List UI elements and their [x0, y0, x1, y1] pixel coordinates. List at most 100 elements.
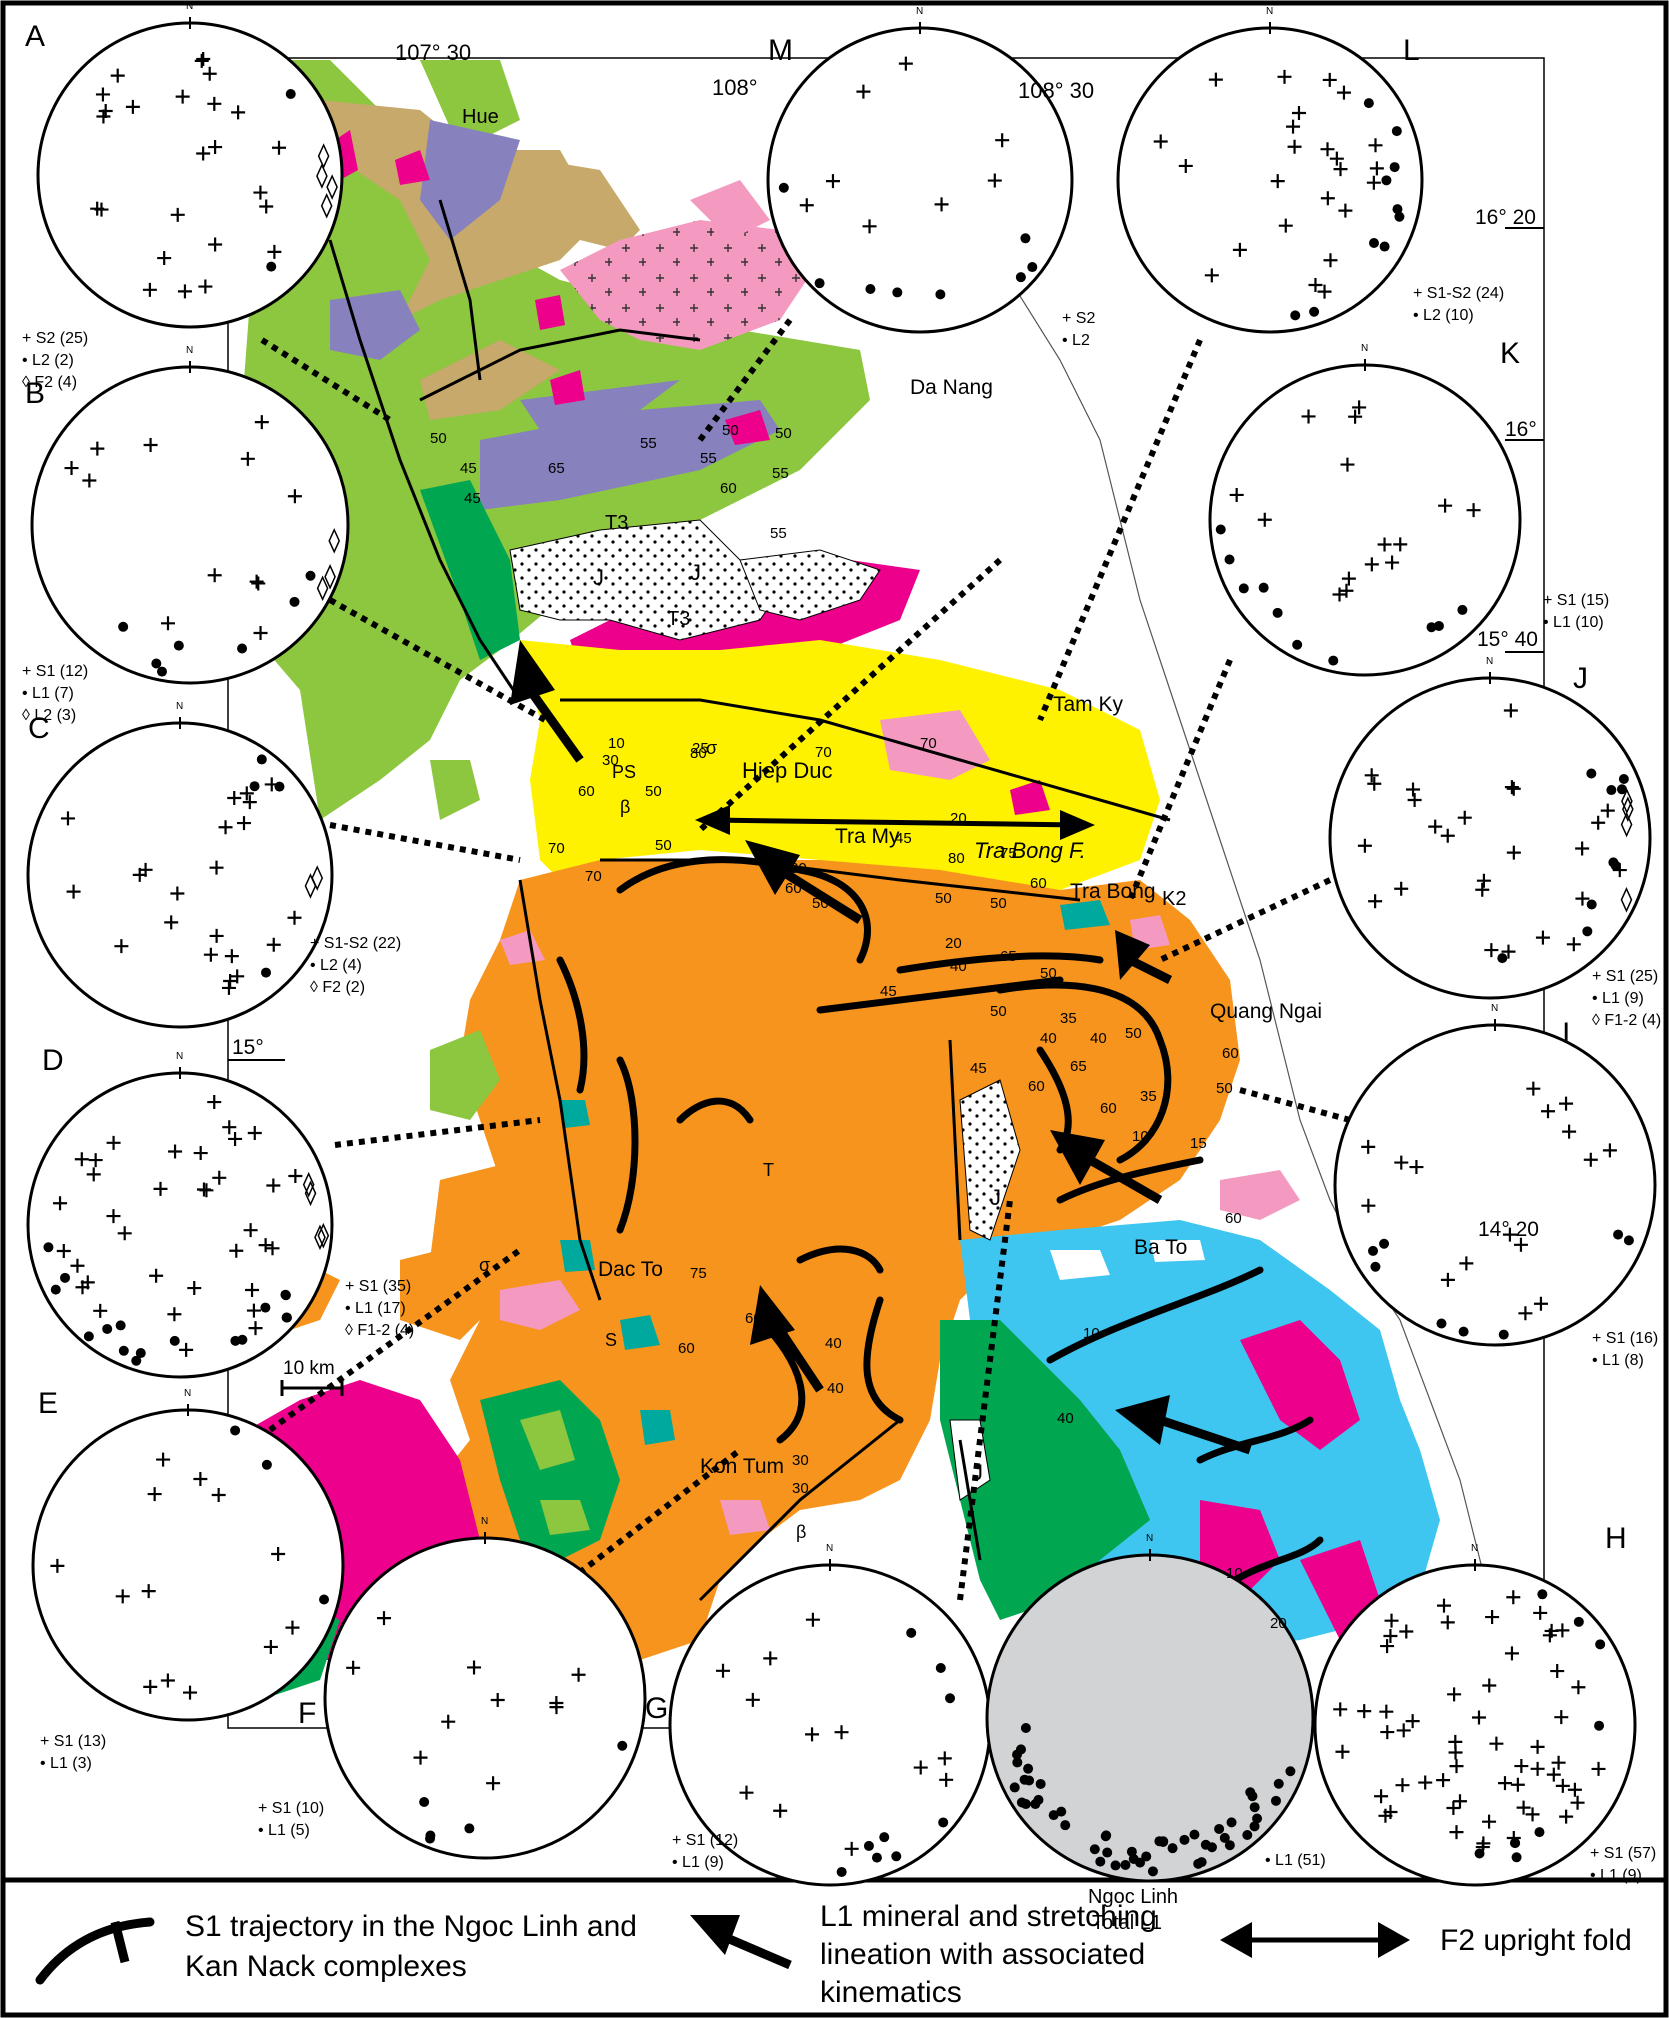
s-pole-mark — [1506, 781, 1521, 796]
s-pole-mark — [224, 949, 239, 964]
s-pole-mark — [70, 1258, 85, 1273]
s-pole-mark — [1476, 873, 1491, 888]
lineation-mark — [1510, 1838, 1521, 1849]
s-pole-mark — [207, 1095, 222, 1110]
lineation-mark — [102, 1323, 113, 1334]
fold-axis-mark — [304, 1180, 317, 1207]
lineation-arrow-icon — [718, 1930, 792, 1970]
stereonet-total — [985, 1549, 1315, 1883]
s-pole-mark — [266, 937, 281, 952]
s-pole-mark — [1449, 1759, 1464, 1774]
lineation-mark — [1215, 524, 1226, 535]
lineation-mark — [1426, 622, 1437, 633]
s-pole-mark — [1591, 815, 1606, 830]
stereonet-M — [766, 22, 1074, 334]
fold-axis-mark — [320, 193, 333, 219]
s-pole-mark — [1518, 1306, 1533, 1321]
lineation-mark — [1249, 1821, 1260, 1832]
lineation-mark — [892, 287, 903, 298]
s-pole-mark — [1583, 1152, 1598, 1167]
s-pole-mark — [1405, 1714, 1420, 1729]
stereonet-circle — [1116, 26, 1424, 334]
fold-axis-mark — [316, 575, 329, 602]
s-pole-mark — [74, 1152, 89, 1167]
stereonet-circle — [26, 1071, 334, 1379]
lineation-mark — [778, 182, 789, 193]
s-pole-mark — [239, 786, 254, 801]
s-pole-mark — [1352, 400, 1367, 415]
s-pole-mark — [194, 53, 209, 68]
stereonet-C — [26, 717, 334, 1029]
s-pole-mark — [95, 87, 110, 102]
s-pole-mark — [1566, 937, 1581, 952]
s-pole-mark — [1503, 703, 1518, 718]
s-pole-mark — [1448, 1734, 1463, 1749]
s-pole-mark — [1361, 1198, 1376, 1213]
s-pole-mark — [1407, 792, 1422, 807]
lineation-mark — [173, 640, 184, 651]
lineation-mark — [1247, 1791, 1258, 1802]
s-pole-mark — [259, 199, 274, 214]
s-pole-mark — [1341, 571, 1356, 586]
s-pole-mark — [1516, 1800, 1531, 1815]
s-pole-mark — [93, 1303, 108, 1318]
lineation-mark — [135, 1348, 146, 1359]
s-pole-mark — [1270, 174, 1285, 189]
lineation-mark — [1381, 175, 1392, 186]
s-pole-mark — [247, 1125, 262, 1140]
s-pole-mark — [248, 1321, 263, 1336]
lineation-mark — [1147, 1866, 1158, 1877]
lineation-mark — [1328, 655, 1339, 666]
s-pole-mark — [263, 1639, 278, 1654]
s-pole-mark — [179, 1342, 194, 1357]
s-pole-mark — [223, 974, 238, 989]
s-pole-mark — [1406, 782, 1421, 797]
s-pole-mark — [1482, 1814, 1497, 1829]
s-pole-mark — [141, 1584, 156, 1599]
s-pole-mark — [86, 1167, 101, 1182]
s-pole-mark — [285, 1620, 300, 1635]
lineation-mark — [115, 1320, 126, 1331]
lineation-mark — [1582, 926, 1593, 937]
s-pole-mark — [913, 1760, 928, 1775]
s-pole-mark — [1377, 537, 1392, 552]
s-pole-mark — [202, 66, 217, 81]
lineation-mark — [419, 1797, 430, 1808]
s-pole-mark — [1602, 1143, 1617, 1158]
s-pole-mark — [1471, 1710, 1486, 1725]
lineation-mark — [1363, 98, 1374, 109]
s-pole-mark — [287, 489, 302, 504]
lineation-mark — [814, 278, 825, 289]
stereonet-B — [30, 361, 350, 685]
s-pole-mark — [1204, 268, 1219, 283]
lineation-mark — [1497, 953, 1508, 964]
s-pole-mark — [1497, 1776, 1512, 1791]
s-pole-mark — [856, 84, 871, 99]
lineation-mark — [1167, 1843, 1178, 1854]
s-pole-mark — [156, 1452, 171, 1467]
lineation-mark — [1226, 1817, 1237, 1828]
s-pole-mark — [1506, 1590, 1521, 1605]
stereonet-I — [1333, 1019, 1657, 1347]
lineation-mark — [1027, 262, 1038, 273]
lineation-mark — [1511, 1852, 1522, 1863]
s-pole-mark — [196, 1182, 211, 1197]
s-pole-mark — [467, 1660, 482, 1675]
s-pole-mark — [571, 1667, 586, 1682]
s-pole-mark — [805, 1612, 820, 1627]
s-pole-mark — [229, 1243, 244, 1258]
s-pole-mark — [1501, 944, 1516, 959]
stereonet-circle — [1333, 1023, 1657, 1347]
lineation-mark — [118, 1345, 129, 1356]
s-pole-mark — [844, 1841, 859, 1856]
stereonet-circle — [668, 1563, 992, 1887]
s-pole-mark — [490, 1693, 505, 1708]
s-pole-mark — [1513, 1237, 1528, 1252]
s-pole-mark — [1525, 1807, 1540, 1822]
lineation-mark — [1056, 1806, 1067, 1817]
s-pole-mark — [88, 1153, 103, 1168]
s-pole-mark — [1546, 1767, 1561, 1782]
lineation-mark — [1126, 1846, 1137, 1857]
lineation-mark — [1179, 1834, 1190, 1845]
s-pole-mark — [1257, 512, 1272, 527]
